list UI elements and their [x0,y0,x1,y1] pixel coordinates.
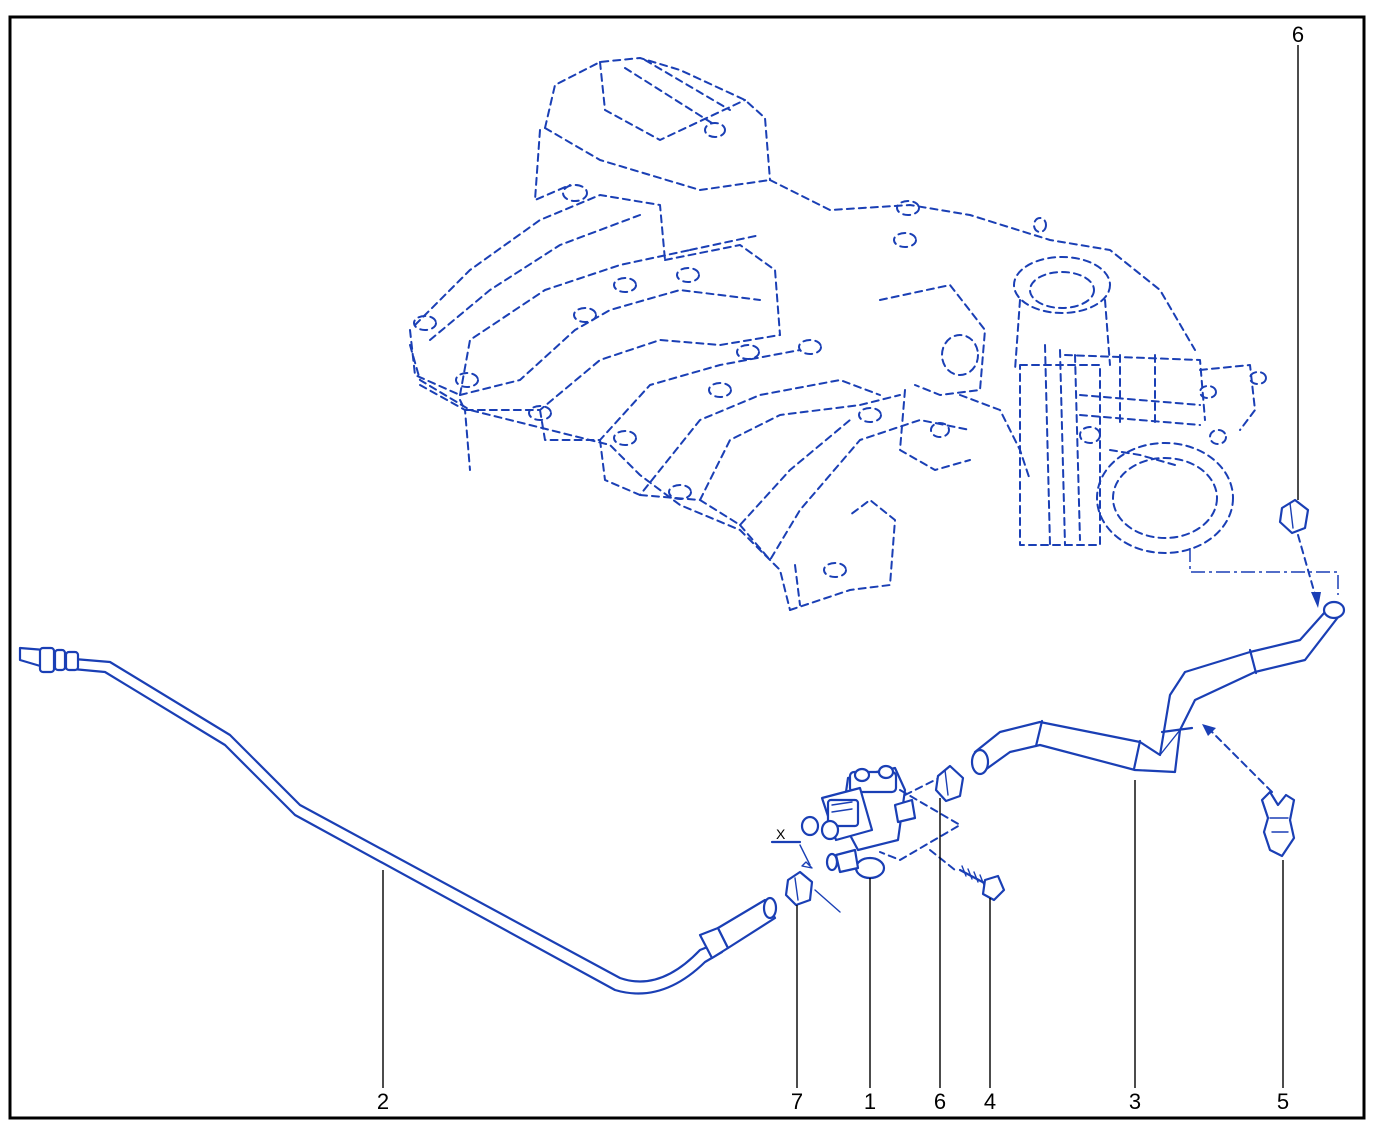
clamp-6-upper [1278,498,1310,535]
clamp-6-lower [934,764,965,803]
long-tube [18,646,778,995]
callout-2: 2 [377,1089,389,1114]
dimension-x-label: X [776,826,786,842]
callout-7: 7 [791,1089,803,1114]
callout-4: 4 [984,1089,996,1114]
hose-assembly [970,600,1346,776]
intake-manifold [409,57,1196,611]
bolt-guide [929,849,956,871]
callout-3: 3 [1129,1089,1141,1114]
clip-5-install-path [1209,729,1273,793]
clip-7 [784,870,814,907]
callout-6-bottom: 6 [934,1089,946,1114]
clip-5-arrow [1202,724,1216,736]
bolt-4 [958,865,1006,902]
clamp-6-install-path [1297,534,1317,599]
dimension-x: X [770,826,841,913]
clip-5 [1260,790,1296,858]
diagram-frame [8,15,1366,1120]
bracket-outline [879,789,961,861]
clamp-6-arrow [1311,592,1321,608]
alignment-centerline [1189,548,1339,595]
callout-1: 1 [864,1089,876,1114]
callout-5: 5 [1277,1089,1289,1114]
throttle-body [1019,344,1267,554]
purge-valve [800,764,917,880]
callout-6-top: 6 [1292,22,1304,47]
